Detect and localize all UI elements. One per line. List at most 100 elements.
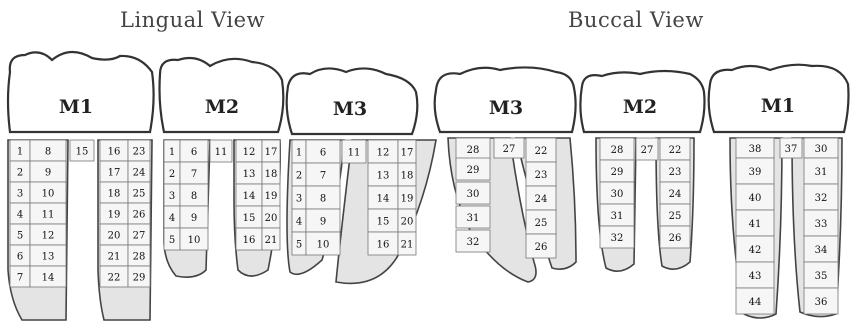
lingual-m2-cell-number: 1 (169, 147, 175, 158)
lingual-m3-cell-number: 1 (296, 148, 302, 159)
buccal-m3-cell-number: 27 (503, 144, 516, 155)
lingual-m2-label: M2 (205, 96, 239, 118)
lingual-m1-cell-number: 13 (42, 252, 55, 263)
lingual-m2-cell-number: 4 (169, 213, 175, 224)
buccal-m2-cell-number: 30 (611, 189, 624, 200)
lingual-m1-cell-number: 3 (17, 189, 23, 200)
lingual-m3-cell-number: 6 (320, 148, 326, 159)
buccal-m3-cell-number: 22 (535, 146, 548, 157)
lingual-m1-cell-number: 9 (45, 168, 51, 179)
lingual-m2-cell-number: 10 (188, 235, 201, 246)
lingual-m3-cell-number: 13 (377, 171, 390, 182)
buccal-m3-cell-number: 29 (467, 165, 480, 176)
buccal-m2-cell-number: 29 (611, 167, 624, 178)
lingual-m3-cell-number: 16 (377, 240, 390, 251)
lingual-m2-cell-number: 7 (191, 169, 197, 180)
lingual-m2-crown (160, 58, 284, 132)
buccal-m2-cell-number: 26 (669, 233, 682, 244)
buccal-m3-cell-number: 26 (535, 242, 548, 253)
lingual-m3-cell-number: 8 (320, 194, 326, 205)
buccal-m3-cell-number: 31 (467, 213, 480, 224)
lingual-m3-cell-number: 14 (377, 194, 390, 205)
lingual-m1-cell-number: 28 (133, 252, 146, 263)
lingual-m1-cell-number: 21 (108, 252, 121, 263)
buccal-m2-cell-number: 28 (611, 145, 624, 156)
buccal-m1-cell-number: 35 (815, 271, 828, 282)
buccal-m2-cell-number: 25 (669, 211, 682, 222)
lingual-m2-cell-number: 15 (243, 213, 256, 224)
lingual-m1-cell-number: 16 (108, 147, 121, 158)
lingual-m3-cell-number: 20 (401, 217, 414, 228)
lingual-m2-cell-number: 12 (243, 147, 256, 158)
lingual-m1-cell-number: 29 (133, 273, 146, 284)
lingual-m1-cell-number: 17 (108, 168, 121, 179)
lingual-m2-cell-number: 3 (169, 191, 175, 202)
buccal-m3-cell-number: 25 (535, 218, 548, 229)
lingual-m1-cell-number: 14 (42, 273, 55, 284)
lingual-m1-cell-number: 19 (108, 210, 121, 221)
lingual-m3-cell-number: 21 (401, 240, 414, 251)
lingual-m2-cell-number: 17 (265, 147, 278, 158)
lingual-m1-label: M1 (59, 96, 93, 118)
lingual-m1-cell-number: 5 (17, 231, 23, 242)
lingual-m1-cell-number: 18 (108, 189, 121, 200)
buccal-m1-cell-number: 43 (749, 271, 762, 282)
buccal-m1-cell-number: 42 (749, 245, 762, 256)
lingual-m3-cell-number: 12 (377, 148, 390, 159)
buccal-m1-cell-number: 33 (815, 219, 828, 230)
buccal-m3-cell-number: 23 (535, 170, 548, 181)
lingual-m1-cell-number: 12 (42, 231, 55, 242)
lingual-m1-cell-number: 10 (42, 189, 55, 200)
lingual-m1-cell-number: 25 (133, 189, 146, 200)
buccal-m3-label: M3 (489, 97, 523, 119)
buccal-m2-cell-number: 31 (611, 211, 624, 222)
lingual-m2-cell-number: 18 (265, 169, 278, 180)
lingual-m1-cell-number: 6 (17, 252, 23, 263)
lingual-m2-cell-number: 13 (243, 169, 256, 180)
lingual-m2-cell-number: 5 (169, 235, 175, 246)
buccal-m3-cell-number: 28 (467, 145, 480, 156)
buccal-m2-cell-number: 27 (641, 145, 654, 156)
lingual-m1-cell-number: 20 (108, 231, 121, 242)
buccal-m1-label: M1 (761, 95, 795, 117)
buccal-m1-cell-number: 39 (749, 167, 762, 178)
lingual-m2-cell-number: 6 (191, 147, 197, 158)
lingual-m3-cell-number: 15 (377, 217, 390, 228)
buccal-m1-cell-number: 41 (749, 219, 762, 230)
lingual-m3-cell-number: 9 (320, 217, 326, 228)
lingual-m3-cell-number: 10 (317, 240, 330, 251)
lingual-m1-cell-number: 7 (17, 273, 23, 284)
lingual-m1-cell-number: 11 (42, 210, 55, 221)
buccal-m3-cell-number: 24 (535, 194, 548, 205)
buccal-m3-cell-number: 30 (467, 189, 480, 200)
lingual-m1-cell-number: 15 (76, 147, 89, 158)
lingual-m3-cell-number: 17 (401, 148, 414, 159)
lingual-m1-cell-number: 2 (17, 168, 23, 179)
lingual-m3-cell-number: 5 (296, 240, 302, 251)
buccal-m1-cell-number: 38 (749, 144, 762, 155)
lingual-m1-cell-number: 23 (133, 147, 146, 158)
buccal-m2-cell-number: 32 (611, 233, 624, 244)
lingual-m2-cell-number: 21 (265, 235, 278, 246)
lingual-m3-cell-number: 4 (296, 217, 302, 228)
buccal-m1-cell-number: 34 (815, 245, 828, 256)
buccal-m1-cell-number: 31 (815, 167, 828, 178)
lingual-m1-cell-number: 8 (45, 147, 51, 158)
lingual-m3-cell-number: 3 (296, 194, 302, 205)
buccal-m1-cell-number: 36 (815, 297, 828, 308)
lingual-m1-tooth: 1234567891011121314151617181920212223242… (8, 52, 154, 320)
buccal-m2-label: M2 (623, 96, 657, 118)
lingual-m3-label: M3 (333, 98, 367, 120)
lingual-m1-cell-number: 22 (108, 273, 121, 284)
lingual-m2-cell-number: 20 (265, 213, 278, 224)
buccal-m1-cell-number: 44 (749, 297, 762, 308)
lingual-m2-cell-number: 16 (243, 235, 256, 246)
lingual-m1-crown (8, 52, 154, 132)
lingual-m3-cell-number: 2 (296, 171, 302, 182)
lingual-m1-cell-number: 24 (133, 168, 146, 179)
lingual-m3-cell-number: 11 (348, 148, 361, 159)
